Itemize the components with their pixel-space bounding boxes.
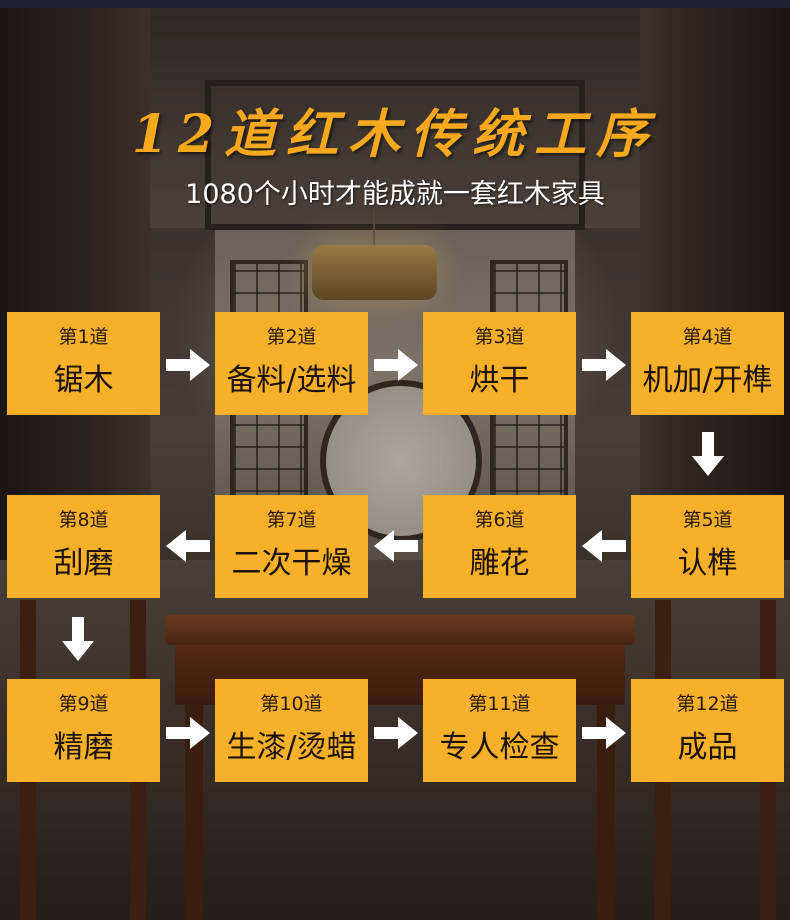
arrow-right-icon xyxy=(374,349,418,381)
step-number: 第4道 xyxy=(682,322,732,349)
step-name: 认榫 xyxy=(678,538,738,582)
step-number: 第10道 xyxy=(260,689,322,716)
step-name: 雕花 xyxy=(470,538,530,582)
step-name: 生漆/烫蜡 xyxy=(226,722,356,766)
top-bar xyxy=(0,0,790,8)
step-name: 刮磨 xyxy=(54,538,114,582)
step-5: 第5道 认榫 xyxy=(631,495,784,598)
arrow-down-icon xyxy=(692,432,724,476)
arrow-left-icon xyxy=(374,530,418,562)
step-3: 第3道 烘干 xyxy=(423,312,576,415)
step-name: 烘干 xyxy=(470,355,530,399)
step-8: 第8道 刮磨 xyxy=(7,495,160,598)
arrow-left-icon xyxy=(582,530,626,562)
page-subtitle: 1080个小时才能成就一套红木家具 xyxy=(0,172,790,211)
step-11: 第11道 专人检查 xyxy=(423,679,576,782)
arrow-left-icon xyxy=(166,530,210,562)
step-number: 第1道 xyxy=(58,322,108,349)
step-name: 机加/开榫 xyxy=(642,355,772,399)
step-number: 第9道 xyxy=(58,689,108,716)
step-1: 第1道 锯木 xyxy=(7,312,160,415)
step-number: 第8道 xyxy=(58,505,108,532)
step-number: 第7道 xyxy=(266,505,316,532)
step-name: 专人检查 xyxy=(440,722,560,766)
arrow-right-icon xyxy=(166,717,210,749)
step-number: 第12道 xyxy=(676,689,738,716)
step-name: 备料/选料 xyxy=(226,355,356,399)
step-name: 成品 xyxy=(678,722,738,766)
arrow-right-icon xyxy=(374,717,418,749)
step-6: 第6道 雕花 xyxy=(423,495,576,598)
step-2: 第2道 备料/选料 xyxy=(215,312,368,415)
step-number: 第2道 xyxy=(266,322,316,349)
step-number: 第11道 xyxy=(468,689,530,716)
arrow-right-icon xyxy=(582,717,626,749)
step-10: 第10道 生漆/烫蜡 xyxy=(215,679,368,782)
arrow-right-icon xyxy=(166,349,210,381)
step-4: 第4道 机加/开榫 xyxy=(631,312,784,415)
step-name: 二次干燥 xyxy=(232,538,352,582)
step-name: 锯木 xyxy=(54,355,114,399)
step-number: 第3道 xyxy=(474,322,524,349)
step-12: 第12道 成品 xyxy=(631,679,784,782)
step-7: 第7道 二次干燥 xyxy=(215,495,368,598)
step-number: 第6道 xyxy=(474,505,524,532)
page-title: 12道红木传统工序 xyxy=(0,92,790,167)
arrow-right-icon xyxy=(582,349,626,381)
step-9: 第9道 精磨 xyxy=(7,679,160,782)
arrow-down-icon xyxy=(62,617,94,661)
step-number: 第5道 xyxy=(682,505,732,532)
step-name: 精磨 xyxy=(54,722,114,766)
